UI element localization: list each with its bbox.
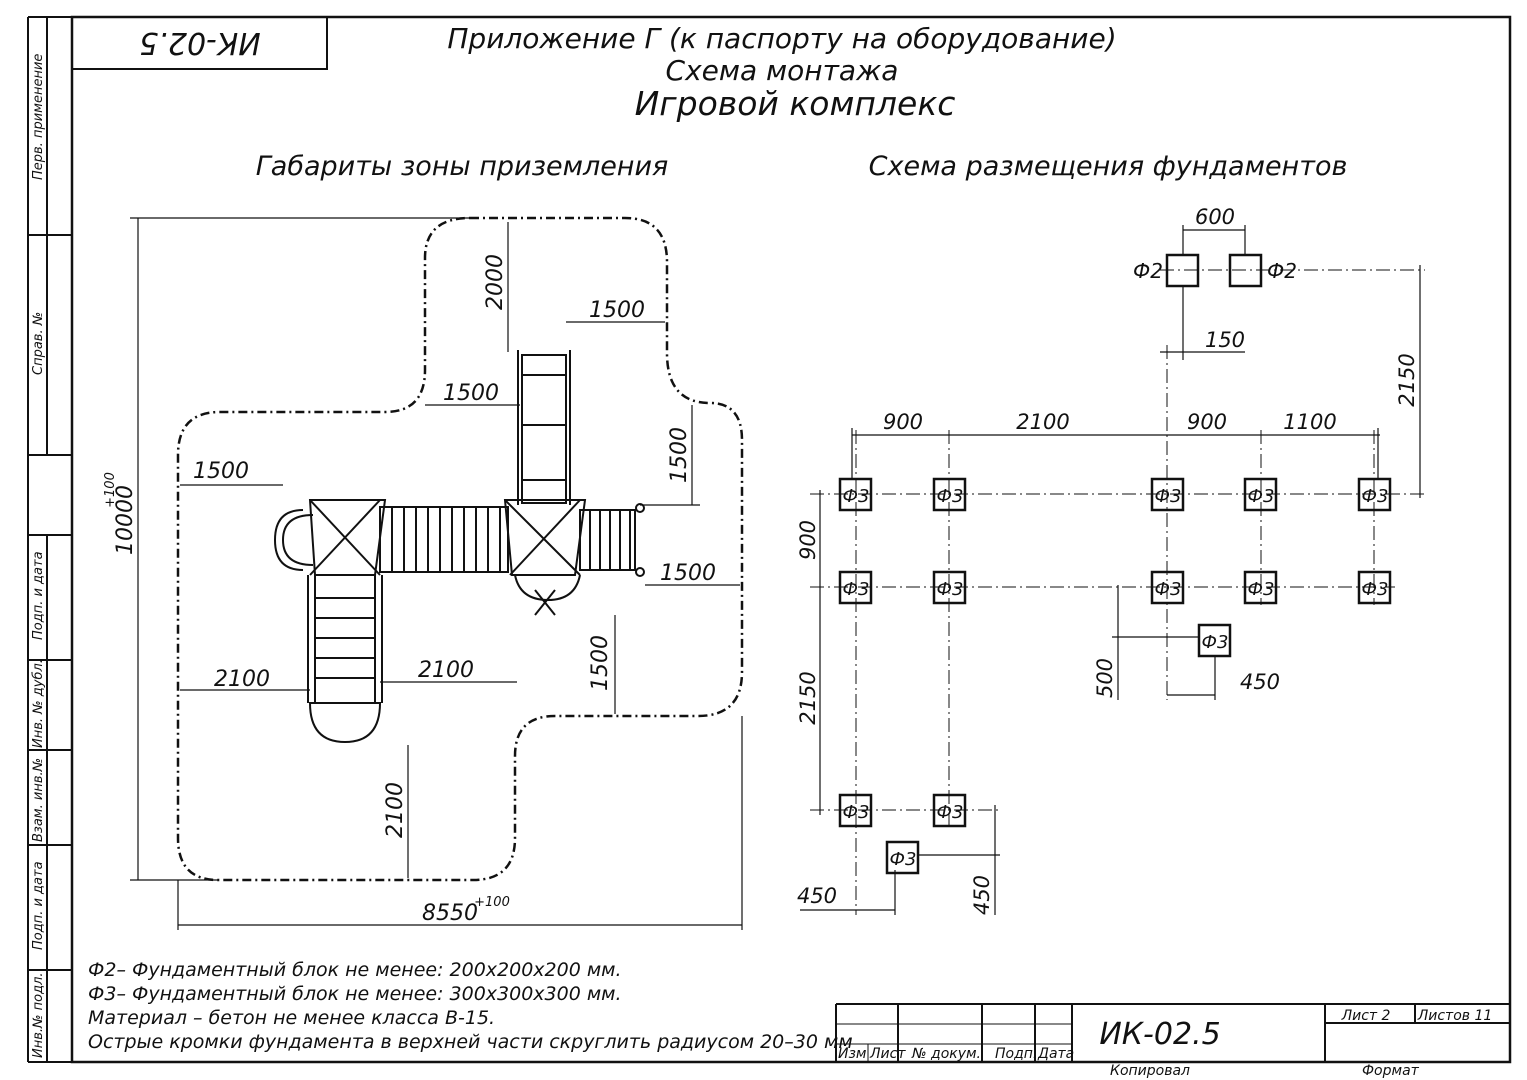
- landing-zone-drawing: 10000 +100 8550 +100 2000 1500 1500 1500…: [103, 216, 744, 930]
- f2-label-left: Ф2: [1133, 259, 1163, 283]
- dim-450-bottom-vert: 450: [970, 875, 994, 915]
- f3-label: Ф3: [1155, 579, 1182, 600]
- dim-top-2000: 2000: [483, 254, 508, 310]
- tb-sheet: Лист 2: [1341, 1008, 1391, 1024]
- tb-copied: Копировал: [1110, 1063, 1190, 1079]
- f3-block: [1243, 570, 1278, 605]
- dim-150: 150: [1205, 328, 1245, 352]
- side-label-sprav: Справ. №: [31, 312, 46, 375]
- f3-block: [838, 477, 873, 512]
- dim-2100: 2100: [1016, 410, 1069, 434]
- dim-2150-left: 2150: [796, 671, 820, 724]
- tb-code: ИК-02.5: [1099, 1017, 1220, 1052]
- f3-block: [1357, 477, 1392, 512]
- right-section-title: Схема размещения фундаментов: [869, 151, 1348, 182]
- stamp-code: ИК-02.5: [139, 25, 260, 60]
- side-label-inv-dubl: Инв. № дубл.: [31, 659, 46, 748]
- header-line1: Приложение Г (к паспорту на оборудование…: [447, 22, 1116, 55]
- f3-block: [932, 477, 967, 512]
- dim-600: 600: [1195, 205, 1235, 229]
- f3-block: [932, 793, 967, 828]
- tb-header-list: Лист: [869, 1046, 906, 1062]
- landing-dims: [130, 217, 743, 930]
- f3-block: [932, 570, 967, 605]
- side-label-podp1: Подп. и дата: [31, 551, 46, 640]
- f3-label: Ф3: [843, 486, 870, 507]
- dim-10000-tol: +100: [103, 472, 118, 508]
- f3-label: Ф3: [843, 579, 870, 600]
- tb-header-doc: № докум.: [911, 1046, 981, 1062]
- tb-header-data: Дата: [1037, 1046, 1074, 1062]
- dim-left-2100: 2100: [214, 667, 270, 692]
- f3-block: [1197, 623, 1232, 658]
- tb-header-podp: Подп.: [995, 1046, 1037, 1062]
- f3-block: [1243, 477, 1278, 512]
- f2-label-right: Ф2: [1267, 259, 1297, 283]
- note-line: Материал – бетон не менее класса В-15.: [88, 1007, 495, 1029]
- f3-label: Ф3: [1362, 486, 1389, 507]
- f3-label: Ф3: [890, 849, 917, 870]
- side-label-inv-podl: Инв.№ подл.: [31, 972, 46, 1058]
- landing-zone-outline: [176, 216, 744, 882]
- f3-label: Ф3: [1202, 632, 1229, 653]
- dim-right-1500-vert: 1500: [667, 427, 692, 483]
- tb-sheets: Листов 11: [1417, 1008, 1493, 1024]
- dim-8550: 8550: [422, 901, 478, 926]
- dim-bottom-2100: 2100: [383, 782, 408, 838]
- dim-mid-2100: 2100: [418, 658, 474, 683]
- f3-block: [1150, 570, 1185, 605]
- side-label-podp2: Подп. и дата: [31, 861, 46, 950]
- f3-block: [1150, 477, 1185, 512]
- side-label-perv: Перв. применение: [31, 54, 46, 180]
- dim-1100: 1100: [1283, 410, 1336, 434]
- top-stamp: ИК-02.5: [72, 17, 328, 70]
- side-label-vzam: Взам. инв.№: [31, 758, 46, 842]
- notes: Ф2– Фундаментный блок не менее: 200х200х…: [88, 959, 853, 1053]
- left-section-title: Габариты зоны приземления: [256, 151, 669, 182]
- f3-label: Ф3: [1248, 486, 1275, 507]
- f3-label: Ф3: [843, 802, 870, 823]
- header-line2: Схема монтажа: [666, 54, 899, 87]
- note-line: Острые кромки фундамента в верхней части…: [88, 1031, 853, 1053]
- dim-8550-tol: +100: [474, 895, 510, 910]
- dim-10000: 10000: [113, 485, 138, 555]
- foundation-drawing: Ф2 Ф2 Ф3 Ф3 Ф3 Ф3 Ф3 Ф3 Ф3 Ф3: [796, 205, 1425, 915]
- dim-500: 500: [1093, 658, 1117, 698]
- f3-block: [885, 840, 920, 875]
- sheet-frame: [70, 15, 1512, 1064]
- tb-format: Формат: [1362, 1063, 1420, 1079]
- title-block: Изм Лист № докум. Подп. Дата ИК-02.5 Лис…: [835, 1003, 1510, 1079]
- dim-900-left: 900: [796, 520, 820, 560]
- dim-450-bottom: 450: [797, 884, 837, 908]
- f2-block-right: [1228, 253, 1263, 288]
- dim-900b: 900: [1187, 410, 1227, 434]
- f3-label: Ф3: [937, 579, 964, 600]
- f3-label: Ф3: [1362, 579, 1389, 600]
- f3-label: Ф3: [937, 486, 964, 507]
- f3-label: Ф3: [937, 802, 964, 823]
- f2-block-left: [1165, 253, 1200, 288]
- dim-left-1500: 1500: [193, 459, 249, 484]
- note-line: Ф3– Фундаментный блок не менее: 300х300х…: [88, 983, 622, 1005]
- f3-block: [838, 570, 873, 605]
- dim-mid-1500: 1500: [443, 381, 499, 406]
- note-line: Ф2– Фундаментный блок не менее: 200х200х…: [88, 959, 622, 981]
- f3-block: [1357, 570, 1392, 605]
- dim-top-1500: 1500: [589, 298, 645, 323]
- dim-450-mid: 450: [1240, 670, 1280, 694]
- dim-900a: 900: [883, 410, 923, 434]
- f3-block: [838, 793, 873, 828]
- tb-header-izm: Изм: [838, 1046, 867, 1062]
- header-line3: Игровой комплекс: [635, 84, 956, 123]
- f3-label: Ф3: [1155, 486, 1182, 507]
- f3-label: Ф3: [1248, 579, 1275, 600]
- dim-right-1500-vert2: 1500: [588, 635, 613, 691]
- dim-right-1500-h: 1500: [660, 561, 716, 586]
- dim-2150-right: 2150: [1395, 353, 1419, 406]
- side-frame: Перв. применение Справ. № Подп. и дата И…: [27, 16, 72, 1063]
